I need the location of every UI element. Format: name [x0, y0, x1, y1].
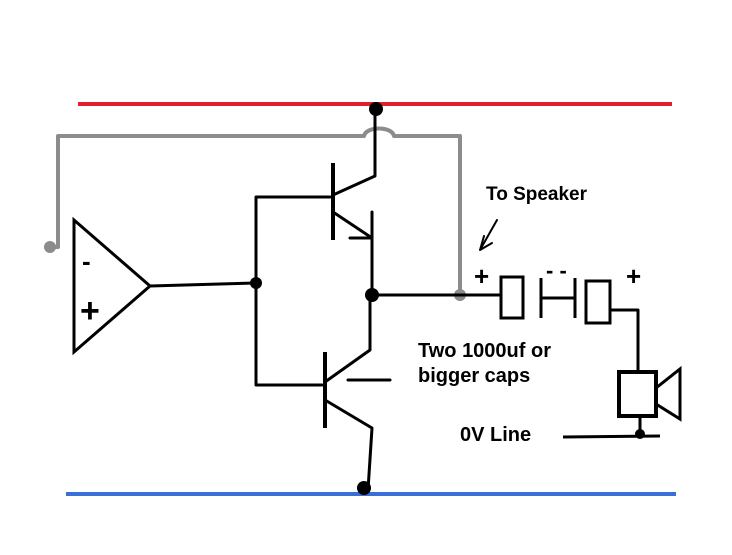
- capacitor-right-plus: +: [626, 261, 641, 291]
- to-speaker-arrow: [479, 219, 498, 251]
- capacitor-left-body: [499, 275, 525, 320]
- opamp-minus-sign: -: [82, 246, 91, 276]
- inverting-input-dot: [44, 241, 56, 253]
- capacitor-right-body: [584, 279, 612, 325]
- pnp-collector: [323, 398, 374, 492]
- opamp-symbol: [72, 216, 153, 356]
- npn-collector: [331, 106, 377, 197]
- pnp-emitter: [323, 295, 372, 384]
- opamp-output-wire: [148, 281, 258, 288]
- positive-rail-dot: [369, 102, 383, 116]
- caps-note-line1: Two 1000uf or: [418, 340, 551, 362]
- caps-note-line2: bigger caps: [418, 365, 530, 387]
- opamp-plus-sign: +: [80, 292, 100, 330]
- speaker-cone: [654, 365, 682, 422]
- negative-rail-dot: [357, 481, 371, 495]
- to-speaker-label: To Speaker: [486, 184, 588, 205]
- zero-v-line-wire: [562, 434, 661, 439]
- speaker-coil: [617, 370, 658, 418]
- capacitor-middle-minus: - -: [546, 258, 567, 283]
- speaker-feed-wire: [608, 308, 640, 374]
- npn-emitter: [331, 210, 374, 240]
- base-bus-wire: [254, 195, 332, 387]
- capacitor-left-plus: +: [474, 261, 489, 291]
- zero-v-line-label: 0V Line: [460, 424, 531, 446]
